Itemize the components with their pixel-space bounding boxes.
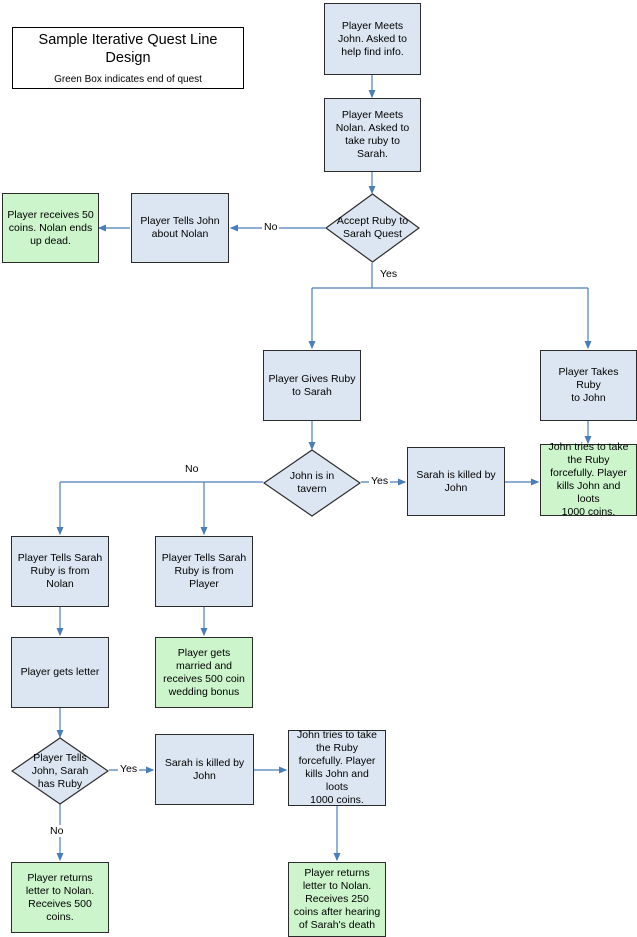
node-returns-letter-250-coins[interactable]: Player returns letter to Nolan. Receives… <box>288 862 386 937</box>
node-player-takes-ruby-to-john[interactable]: Player Takes Ruby to John <box>540 350 637 421</box>
node-john-is-in-tavern[interactable]: John is in tavern <box>263 449 361 517</box>
node-tells-sarah-ruby-from-nolan[interactable]: Player Tells Sarah Ruby is from Nolan <box>11 536 109 607</box>
node-player-gets-married[interactable]: Player gets married and receives 500 coi… <box>155 637 253 708</box>
edge-label-tells-john-yes: Yes <box>118 763 140 775</box>
node-tells-john-about-nolan[interactable]: Player Tells John about Nolan <box>131 193 229 263</box>
node-sarah-killed-by-john-1[interactable]: Sarah is killed by John <box>407 447 505 516</box>
node-accept-ruby-to-sarah-quest[interactable]: Accept Ruby to Sarah Quest <box>325 193 420 263</box>
edge-label-accept-no: No <box>262 221 280 233</box>
node-tells-john-sarah-has-ruby[interactable]: Player Tells John, Sarah has Ruby <box>11 737 109 805</box>
node-john-loots-1000-coins-2[interactable]: John tries to take the Ruby forcefully. … <box>288 729 386 806</box>
edge-label-tavern-yes: Yes <box>369 475 391 487</box>
node-john-loots-1000-coins-1[interactable]: John tries to take the Ruby forcefully. … <box>540 441 637 518</box>
title-box: Sample Iterative Quest Line Design Green… <box>12 27 244 89</box>
node-meets-john[interactable]: Player Meets John. Asked to help find in… <box>324 3 421 75</box>
node-returns-letter-500-coins[interactable]: Player returns letter to Nolan. Receives… <box>11 862 109 933</box>
edge-label-accept-yes: Yes <box>378 268 400 280</box>
node-player-receives-50-coins[interactable]: Player receives 50 coins. Nolan ends up … <box>2 193 99 263</box>
title-sub-text: Green Box indicates end of quest <box>54 73 202 85</box>
node-player-gets-letter[interactable]: Player gets letter <box>11 637 109 708</box>
node-player-gives-ruby-to-sarah[interactable]: Player Gives Ruby to Sarah <box>263 350 361 421</box>
edge-label-tells-john-no: No <box>48 825 66 837</box>
edge-label-tavern-no: No <box>183 463 201 475</box>
node-meets-nolan[interactable]: Player Meets Nolan. Asked to take ruby t… <box>324 98 421 172</box>
node-sarah-killed-by-john-2[interactable]: Sarah is killed by John <box>155 734 254 805</box>
node-tells-sarah-ruby-from-player[interactable]: Player Tells Sarah Ruby is from Player <box>155 536 253 607</box>
title-main-text: Sample Iterative Quest Line Design <box>38 31 218 66</box>
